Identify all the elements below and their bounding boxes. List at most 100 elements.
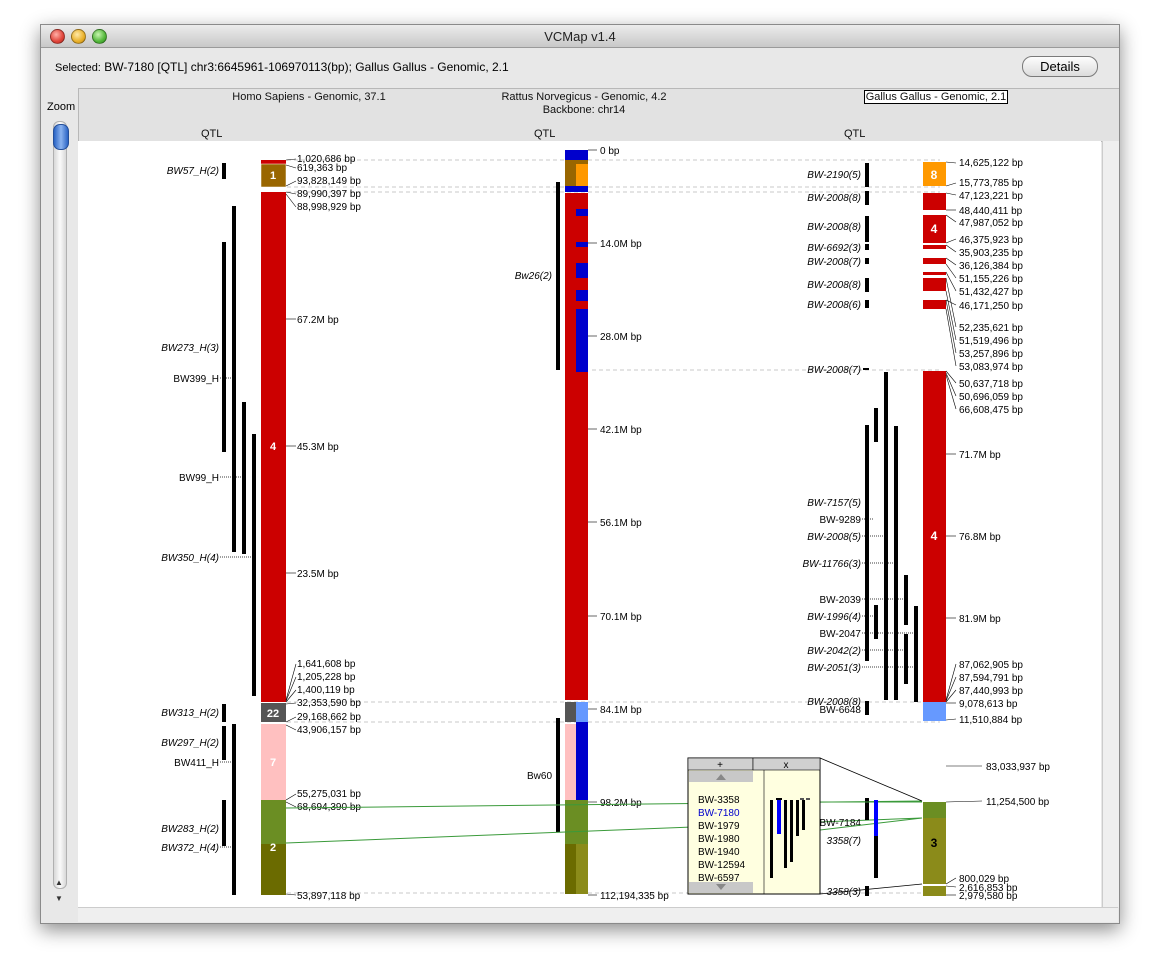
selection-status: Selected: BW-7180 [QTL] chr3:6645961-106…	[55, 60, 509, 74]
human-block-label: 7	[270, 757, 276, 769]
position-label: 89,990,397 bp	[297, 189, 361, 200]
rat-ticks	[588, 149, 597, 896]
qtl-label: BW-2008(6)	[807, 300, 861, 311]
zoom-window-button[interactable]	[92, 29, 107, 44]
rat-qtl-bars[interactable]	[556, 182, 560, 832]
position-label: 1,641,608 bp	[297, 659, 356, 670]
qtl-label: 3358(7)	[827, 836, 861, 847]
qtl-label: BW-6692(3)	[807, 243, 861, 254]
popup-list-item[interactable]: BW-6597	[698, 873, 740, 884]
popup-list-item[interactable]: BW-1979	[698, 821, 740, 832]
synteny-lines-right	[819, 801, 923, 831]
human-block-label: 22	[267, 708, 279, 720]
qtl-label: BW297_H(2)	[161, 738, 219, 749]
window-title: VCMap v1.4	[544, 29, 616, 44]
position-label: 9,078,613 bp	[959, 699, 1018, 710]
popup-close-button[interactable]	[752, 757, 821, 771]
zoom-slider[interactable]	[53, 121, 67, 889]
position-label: 66,608,475 bp	[959, 405, 1023, 416]
chicken-qtl-labels[interactable]: BW-2190(5) BW-2008(8) BW-2008(8) BW-6692…	[802, 170, 861, 898]
position-label: 45.3M bp	[297, 442, 339, 453]
position-label: 83,033,937 bp	[986, 762, 1050, 773]
position-label: 2,616,853 bp	[959, 883, 1018, 894]
scroll-down-icon[interactable]	[716, 884, 726, 890]
human-chromosome[interactable]	[260, 160, 287, 895]
chicken-qtl-bars[interactable]	[863, 163, 918, 896]
position-label: 76.8M bp	[959, 532, 1001, 543]
human-qtl-labels[interactable]: BW57_H(2) BW273_H(3) BW399_H BW99_H BW35…	[161, 166, 219, 854]
qtl-label[interactable]: Bw26(2)	[515, 271, 552, 282]
popup-list[interactable]: BW-3358 BW-7180 BW-1979 BW-1980 BW-1940 …	[698, 795, 746, 884]
position-label: 50,696,059 bp	[959, 392, 1023, 403]
popup-list-item[interactable]: BW-1980	[698, 834, 740, 845]
chicken-block-label: 4	[931, 529, 938, 543]
selected-qtl-bar[interactable]	[874, 800, 878, 836]
human-position-ticks	[285, 158, 297, 896]
species-title-chicken[interactable]: Gallus Gallus - Genomic, 2.1	[864, 90, 1008, 104]
popup-list-item[interactable]: BW-3358	[698, 795, 740, 806]
position-label: 67.2M bp	[297, 315, 339, 326]
qtl-label: BW273_H(3)	[161, 343, 219, 354]
qtl-header-human: QTL	[201, 128, 223, 140]
popup-plus-label: +	[717, 760, 723, 771]
zoom-slider-thumb[interactable]	[53, 124, 69, 150]
qtl-label: BW99_H	[179, 473, 219, 484]
position-label: 51,519,496 bp	[959, 336, 1023, 347]
rat-chromosome[interactable]	[565, 150, 588, 894]
qtl-label: BW313_H(2)	[161, 708, 219, 719]
position-label: 1,205,228 bp	[297, 672, 356, 683]
chicken-positions: 14,625,122 bp 15,773,785 bp 47,123,221 b…	[959, 158, 1050, 902]
chicken-chromosome[interactable]	[923, 162, 946, 896]
selection-text: BW-7180 [QTL] chr3:6645961-106970113(bp)…	[104, 60, 509, 74]
minimize-window-button[interactable]	[71, 29, 86, 44]
scroll-up-icon[interactable]	[716, 774, 726, 780]
position-label: 81.9M bp	[959, 614, 1001, 625]
position-label: 11,510,884 bp	[959, 715, 1023, 726]
position-label: 93,828,149 bp	[297, 176, 361, 187]
zoom-label: Zoom	[47, 101, 76, 113]
qtl-label: BW283_H(2)	[161, 824, 219, 835]
position-label: 28.0M bp	[600, 332, 642, 343]
position-label: 53,257,896 bp	[959, 349, 1023, 360]
position-label: 53,083,974 bp	[959, 362, 1023, 373]
position-label: 52,235,621 bp	[959, 323, 1023, 334]
position-label: 23.5M bp	[297, 569, 339, 580]
vertical-scrollbar[interactable]	[1102, 141, 1119, 907]
qtl-label: BW372_H(4)	[161, 843, 219, 854]
position-label: 55,275,031 bp	[297, 789, 361, 800]
qtl-label: BW399_H	[173, 374, 219, 385]
position-label: 70.1M bp	[600, 612, 642, 623]
qtl-popup[interactable]: + x BW-3358 BW-7180 BW-1979 BW-1980 BW-1…	[687, 757, 821, 895]
position-label: 35,903,235 bp	[959, 248, 1023, 259]
details-button[interactable]: Details	[1022, 56, 1098, 77]
chicken-block-label: 8	[931, 168, 938, 182]
popup-list-item[interactable]: BW-1940	[698, 847, 740, 858]
zoom-down-arrow-icon[interactable]: ▼	[55, 894, 63, 903]
species-title-human[interactable]: Homo Sapiens - Genomic, 37.1	[232, 91, 386, 103]
qtl-header-rat: QTL	[534, 128, 556, 140]
qtl-label: BW-2008(5)	[807, 532, 861, 543]
position-label: 98.2M bp	[600, 798, 642, 809]
human-qtl-bars[interactable]	[222, 163, 256, 895]
popup-list-item[interactable]: BW-12594	[698, 860, 746, 871]
species-title-rat[interactable]: Rattus Norvegicus - Genomic, 4.2	[501, 91, 667, 103]
qtl-label: BW-9289	[819, 515, 861, 526]
position-label: 88,998,929 bp	[297, 202, 361, 213]
qtl-label[interactable]: Bw60	[527, 771, 552, 782]
qtl-label: BW-2008(8)	[807, 222, 861, 233]
horizontal-scrollbar[interactable]	[78, 907, 1118, 922]
qtl-label: BW-11766(3)	[802, 559, 861, 570]
position-label: 11,254,500 bp	[986, 797, 1050, 808]
selection-label: Selected:	[55, 62, 101, 74]
qtl-label: BW-2008(8)	[807, 280, 861, 291]
popup-close-label: x	[784, 760, 789, 771]
qtl-label: BW-2051(3)	[807, 663, 861, 674]
close-window-button[interactable]	[50, 29, 65, 44]
popup-list-item-selected[interactable]: BW-7180	[698, 808, 740, 819]
zoom-up-arrow-icon[interactable]: ▲	[55, 878, 63, 887]
qtl-label: BW350_H(4)	[161, 553, 219, 564]
human-positions: 1,020,686 bp 619,363 bp 93,828,149 bp 89…	[297, 154, 361, 902]
position-label: 15,773,785 bp	[959, 178, 1023, 189]
position-label: 42.1M bp	[600, 425, 642, 436]
